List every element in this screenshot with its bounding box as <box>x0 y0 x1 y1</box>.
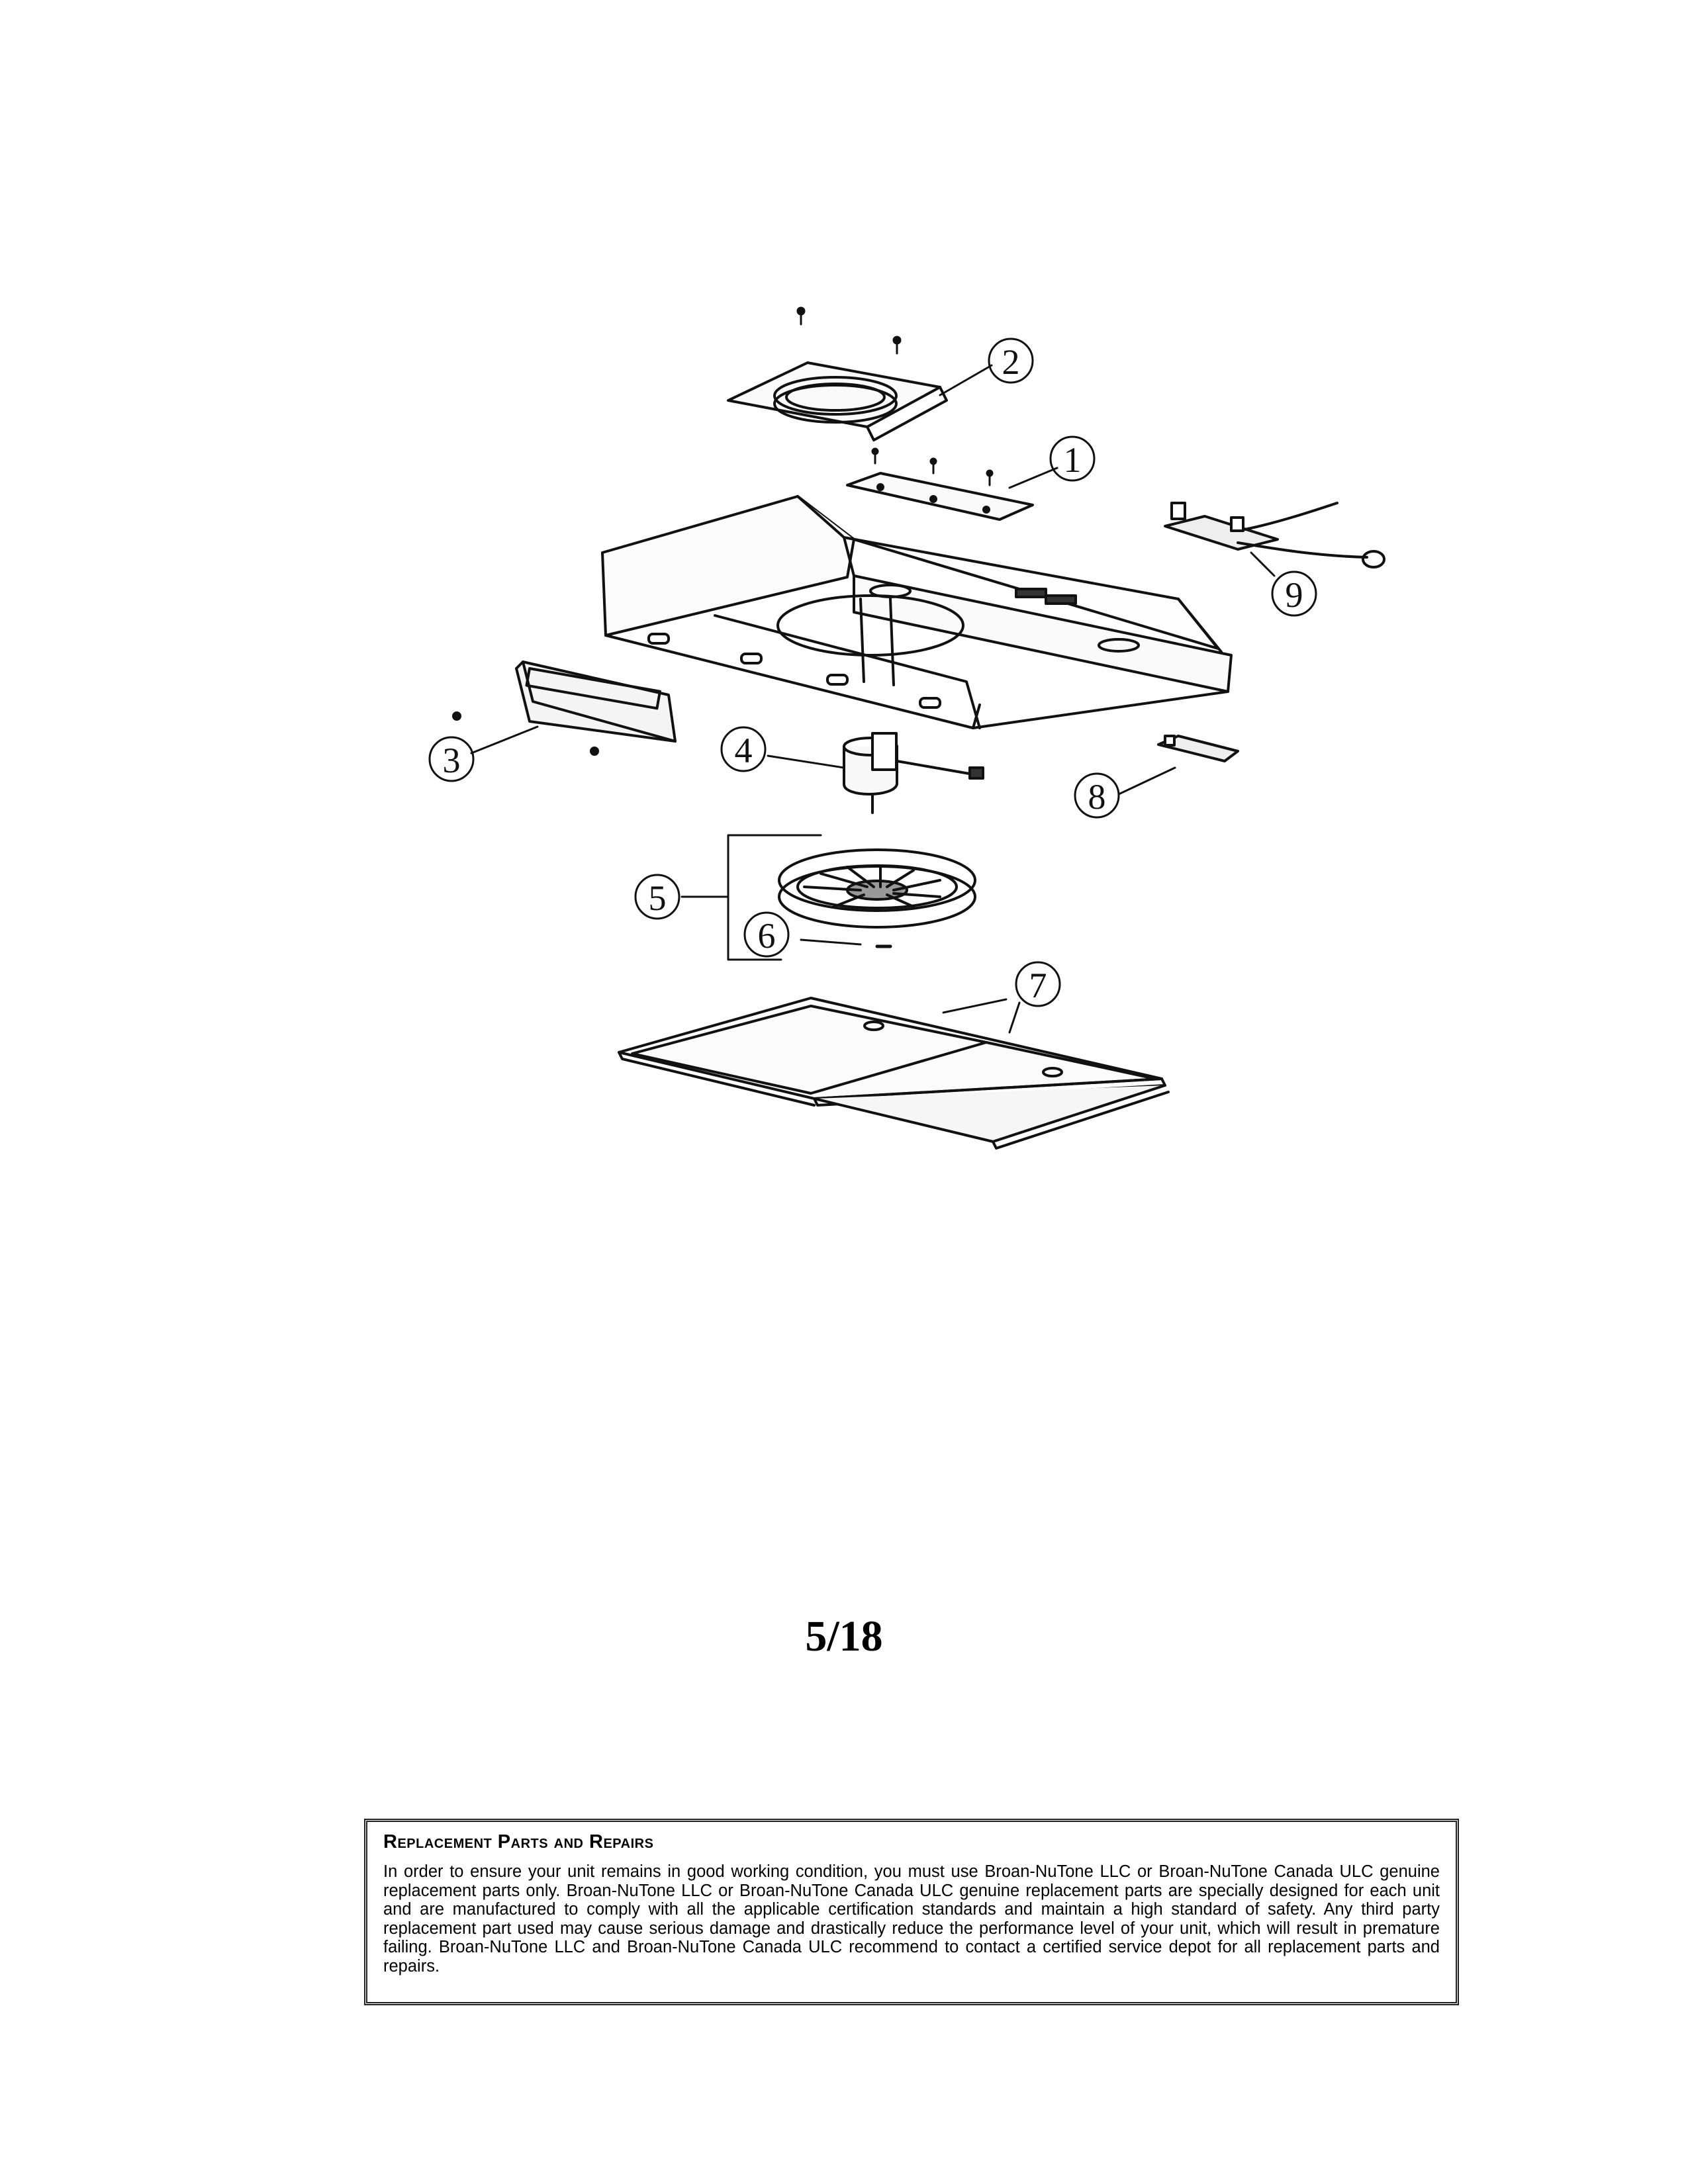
screw-icons <box>796 306 994 486</box>
blower-wheel-part <box>778 848 976 929</box>
callout-9 <box>1271 570 1317 617</box>
callout-7 <box>1015 961 1061 1007</box>
callout-1 <box>1049 435 1096 482</box>
leader-lines <box>470 364 1276 1034</box>
exploded-parts-diagram: 1 2 3 4 5 6 7 8 9 <box>428 306 1385 1150</box>
replacement-parts-notice: Replacement Parts and Repairs In order t… <box>364 1819 1459 2005</box>
duct-connector-part <box>727 361 948 441</box>
callout-5 <box>634 874 680 920</box>
callout-label-4: 4 <box>735 731 753 770</box>
range-hood-body <box>601 495 1233 729</box>
socket-part <box>1157 735 1239 762</box>
callout-label-7: 7 <box>1029 966 1047 1005</box>
callout-label-5: 5 <box>649 878 667 918</box>
callout-label-8: 8 <box>1088 777 1106 817</box>
callout-6 <box>743 911 790 958</box>
notice-body: In order to ensure your unit remains in … <box>383 1862 1440 1976</box>
damper-plate-part <box>846 472 1034 521</box>
callout-4 <box>720 726 767 772</box>
wiring-harness-part <box>1164 502 1385 569</box>
bracket-5 <box>680 834 822 961</box>
light-housing-part <box>452 660 677 756</box>
callouts <box>428 338 1317 1007</box>
notice-title: Replacement Parts and Repairs <box>383 1831 654 1852</box>
callout-2 <box>988 338 1034 384</box>
callout-label-3: 3 <box>443 741 461 780</box>
motor-part <box>843 732 984 814</box>
callout-label-6: 6 <box>758 916 776 956</box>
callout-label-1: 1 <box>1064 440 1082 480</box>
callout-3 <box>428 736 475 782</box>
grease-filters-part <box>618 997 1170 1150</box>
callout-labels: 1 2 3 4 5 6 7 8 9 <box>443 342 1303 1005</box>
page-number: 5/18 <box>805 1612 883 1661</box>
callout-8 <box>1074 772 1120 819</box>
callout-label-9: 9 <box>1286 575 1303 615</box>
callout-label-2: 2 <box>1002 342 1020 382</box>
